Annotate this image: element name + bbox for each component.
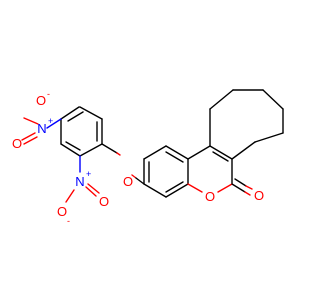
nitro1-o-double-atom: O — [12, 136, 22, 151]
nitro1-o-single-atom: O — [36, 93, 46, 108]
nitro2-o-double-atom: O — [99, 194, 109, 209]
nitro-group-para: N + O - O — [12, 89, 62, 151]
nitro-group-ortho: N + O - O — [57, 155, 109, 226]
ether-linkage: O — [101, 143, 145, 189]
nitro1-n-atom: N — [37, 121, 46, 136]
carbonyl-o-atom: O — [254, 188, 264, 203]
nitro2-o-charge: - — [67, 216, 70, 226]
nitro2-n-atom: N — [75, 174, 84, 189]
cyclohexene-ring — [209, 89, 284, 160]
nitro1-n-charge: + — [48, 116, 53, 126]
coumarin-benzene-ring — [143, 145, 189, 198]
dinitrophenyl-ring — [60, 106, 103, 157]
nitro2-n-charge: + — [86, 169, 91, 179]
molecule-diagram: N + O - O N + O - O O — [12, 89, 284, 226]
nitro1-o-charge: - — [47, 89, 50, 99]
lactone-ring: O O — [187, 145, 264, 204]
nitro2-o-single-atom: O — [57, 204, 67, 219]
ring-o-atom: O — [205, 189, 215, 204]
ether-o-atom: O — [123, 174, 133, 189]
